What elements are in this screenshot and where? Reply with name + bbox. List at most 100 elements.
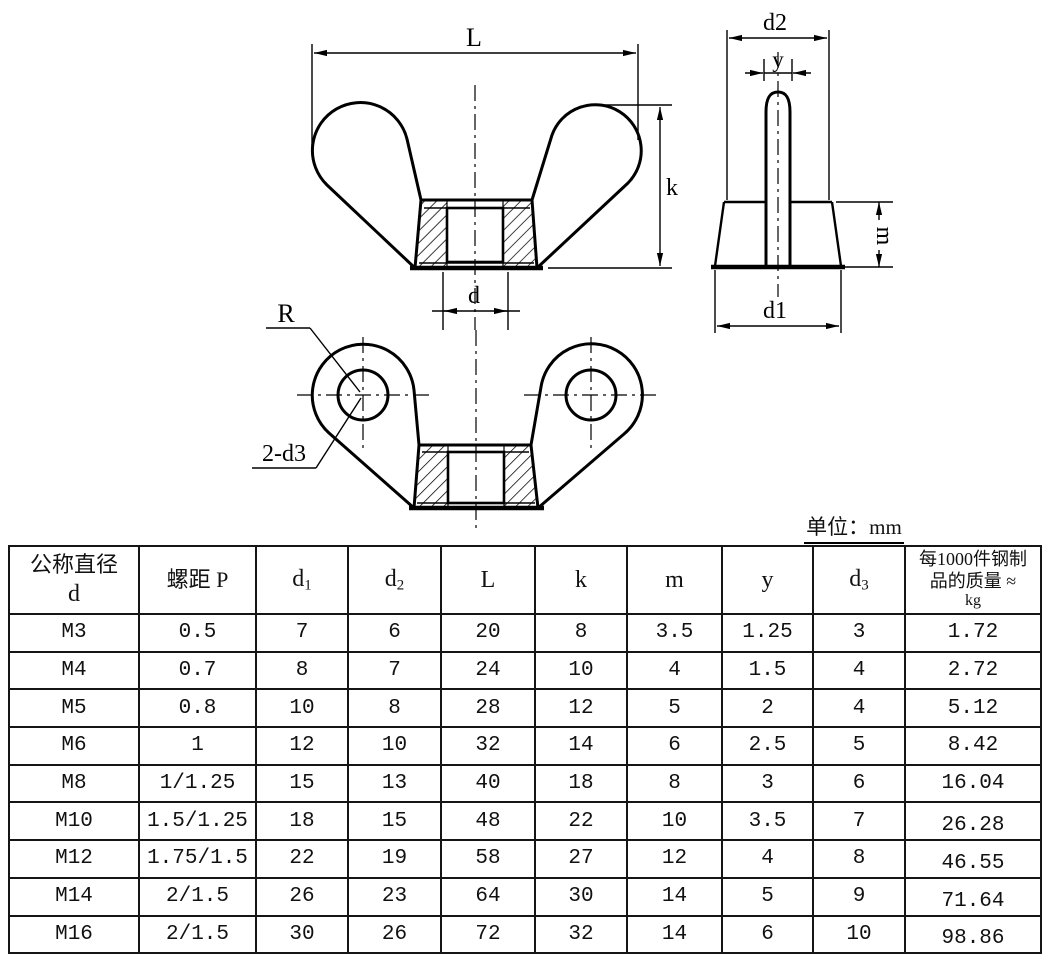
cell-m: 8 [626,763,723,804]
cell-m: 4 [626,650,723,691]
front-view: L k d [310,23,678,330]
cell-k: 8 [534,613,628,653]
left-wing-outline [310,101,423,270]
dim-label-L: L [466,23,482,52]
cell-mass: 8.42 [904,726,1042,766]
technical-drawing: L k d [252,10,897,528]
dim-label-k: k [666,175,678,201]
cell-d2: 7 [347,650,442,691]
cell-d3: 8 [812,839,906,879]
header-L: L [440,545,536,615]
header-d3: d3 [812,545,906,615]
cell-y: 2 [721,688,814,729]
cell-mass: 98.86 [904,914,1042,955]
cell-L: 48 [440,801,536,842]
cell-mass: 46.55 [904,839,1042,879]
cell-d2: 6 [347,613,442,653]
cell-d: M3 [8,613,140,653]
cell-y: 3.5 [721,801,814,842]
cell-y: 5 [721,876,814,917]
cell-d1: 15 [255,763,349,804]
dim-label-m: m [871,227,897,246]
cell-d3: 4 [812,650,906,691]
cell-P: 2/1.5 [138,876,257,917]
header-d2: d2 [347,545,442,615]
cell-P: 0.8 [138,688,257,729]
cell-mass: 5.12 [904,688,1042,729]
cell-d1: 12 [255,726,349,766]
unit-note: 单位：mm [804,511,904,544]
cell-d: M16 [8,914,140,955]
cell-k: 30 [534,876,628,917]
cell-d3: 9 [812,876,906,917]
cell-d2: 8 [347,688,442,729]
cell-d: M14 [8,876,140,917]
cell-d1: 30 [255,914,349,955]
cell-d1: 18 [255,801,349,842]
cell-y: 1.25 [721,613,814,653]
cell-m: 10 [626,801,723,842]
cell-y: 1.5 [721,650,814,691]
cell-d3: 5 [812,726,906,766]
cell-P: 0.5 [138,613,257,653]
cell-m: 5 [626,688,723,729]
cell-d3: 4 [812,688,906,729]
cell-P: 1.75/1.5 [138,839,257,879]
cell-d: M6 [8,726,140,766]
cell-k: 14 [534,726,628,766]
cell-k: 10 [534,650,628,691]
cell-k: 12 [534,688,628,729]
cell-k: 27 [534,839,628,879]
radius-label: R [277,299,295,328]
cell-P: 1.5/1.25 [138,801,257,842]
header-y: y [721,545,814,615]
dim-label-d: d [468,283,480,309]
left-wing-outline [310,342,421,510]
cell-d: M4 [8,650,140,691]
cell-d2: 13 [347,763,442,804]
cell-L: 72 [440,914,536,955]
cell-mass: 26.28 [904,801,1042,842]
cell-mass: 16.04 [904,763,1042,804]
cell-L: 24 [440,650,536,691]
cell-d3: 3 [812,613,906,653]
cell-d: M5 [8,688,140,729]
cell-d2: 23 [347,876,442,917]
cell-P: 0.7 [138,650,257,691]
cell-L: 28 [440,688,536,729]
dim-label-y: y [772,47,784,72]
cell-d3: 7 [812,801,906,842]
header-mass: 每1000件钢制品的质量 ≈kg [904,545,1042,615]
cell-d1: 26 [255,876,349,917]
cell-k: 32 [534,914,628,955]
cell-d2: 26 [347,914,442,955]
cell-d2: 19 [347,839,442,879]
cell-m: 14 [626,914,723,955]
header-k: k [534,545,628,615]
right-wing-outline [529,342,644,510]
side-view: d2 y m d1 [711,10,897,333]
cell-d2: 10 [347,726,442,766]
header-d1: d1 [255,545,349,615]
header-m: m [626,545,723,615]
cell-d: M10 [8,801,140,842]
top-view: R 2-d3 [252,299,658,528]
cell-d2: 15 [347,801,442,842]
cell-d1: 7 [255,613,349,653]
cell-mass: 71.64 [904,876,1042,917]
cell-y: 4 [721,839,814,879]
dim-label-d1: d1 [763,298,787,324]
cell-m: 14 [626,876,723,917]
cell-m: 12 [626,839,723,879]
cell-y: 2.5 [721,726,814,766]
